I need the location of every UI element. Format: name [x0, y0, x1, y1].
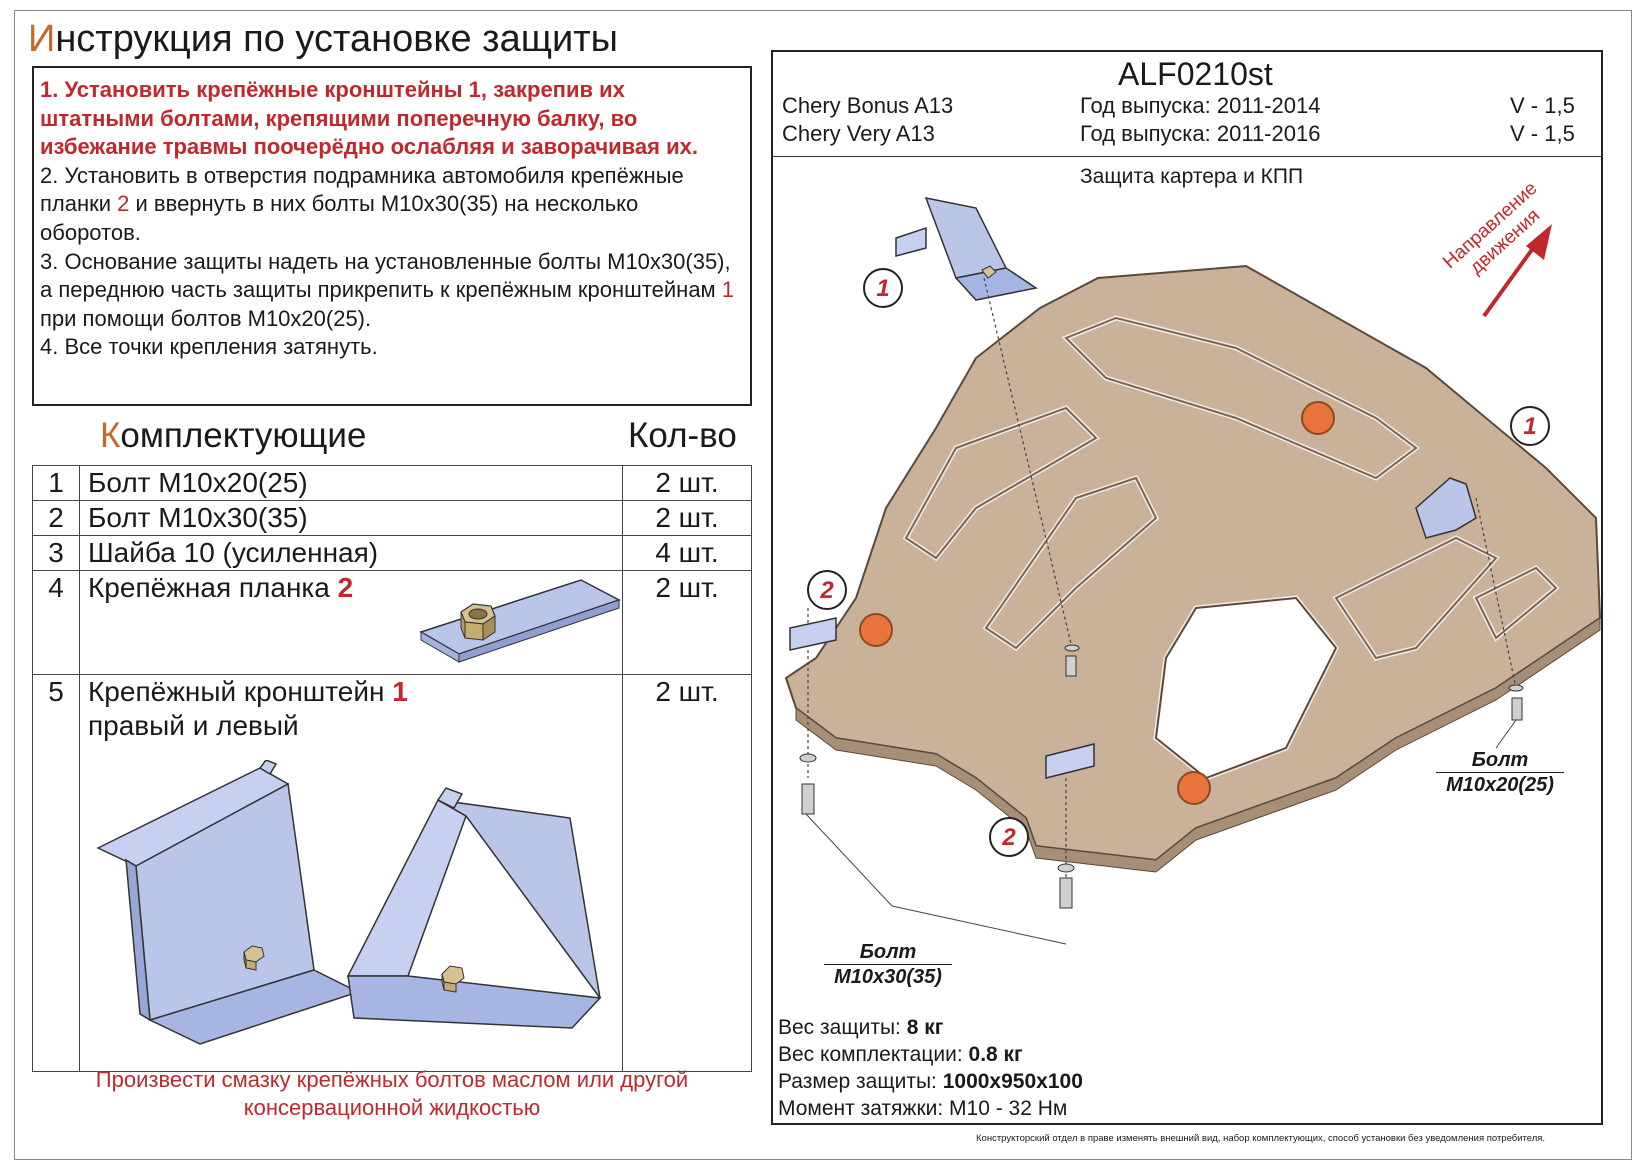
protection-title: Защита картера и КПП	[1080, 165, 1304, 188]
svg-text:2: 2	[1001, 824, 1016, 851]
table-row: 4 Крепёжная планка 2 2 шт.	[32, 570, 752, 675]
svg-text:1: 1	[876, 275, 889, 302]
instruction-step-2: 2. Установить в отверстия подрамника авт…	[40, 162, 684, 245]
table-row: 1 Болт M10х20(25) 2 шт.	[32, 465, 752, 501]
car-year: Год выпуска: 2011-2014	[1080, 93, 1321, 118]
specs: Вес защиты: 8 кг Вес комплектации: 0.8 к…	[778, 1016, 1083, 1120]
callout-2-bottom: 2	[989, 817, 1029, 857]
car-year: Год выпуска: 2011-2016	[1080, 121, 1321, 146]
direction-arrow-icon	[1482, 224, 1552, 318]
page-frame	[14, 10, 1632, 1160]
instruction-step-1: 1. Установить крепёжные кронштейны 1, за…	[40, 77, 698, 160]
car-model: Chery Bonus A13	[782, 93, 954, 118]
skid-plate-drawing	[784, 196, 1602, 945]
qty-heading: Кол-во	[628, 416, 737, 455]
logo-icon	[859, 401, 1335, 805]
instruction-step-4: 4. Все точки крепления затянуть.	[40, 334, 378, 360]
car-engine: V - 1,5	[1510, 121, 1575, 146]
callout-2-left: 2	[807, 570, 847, 610]
callout-1-left: 1	[863, 268, 903, 308]
instructions-box: 1. Установить крепёжные кронштейны 1, за…	[32, 66, 752, 406]
table-row: 2 Болт M10х30(35) 2 шт.	[32, 500, 752, 536]
callout-1-right: 1	[1510, 406, 1550, 446]
page-title: Инструкция по установке защиты	[28, 18, 618, 60]
product-code: ALF0210st	[1118, 56, 1273, 92]
instruction-step-3: 3. Основание защиты надеть на установлен…	[40, 248, 735, 331]
car-model: Chery Very A13	[782, 121, 935, 146]
table-row: 3 Шайба 10 (усиленная) 4 шт.	[32, 535, 752, 571]
footer-disclaimer: Конструкторский отдел в праве изменять в…	[976, 1133, 1546, 1144]
mounting-plate-illustration	[419, 579, 621, 663]
brackets-illustration	[96, 760, 602, 1045]
car-engine: V - 1,5	[1510, 93, 1575, 118]
product-frame	[771, 50, 1603, 1125]
svg-text:2: 2	[819, 577, 834, 604]
lubrication-note: Произвести смазку крепёжных болтов масло…	[95, 1067, 689, 1120]
svg-text:1: 1	[1523, 413, 1536, 440]
kit-heading: Комплектующие	[100, 416, 367, 455]
